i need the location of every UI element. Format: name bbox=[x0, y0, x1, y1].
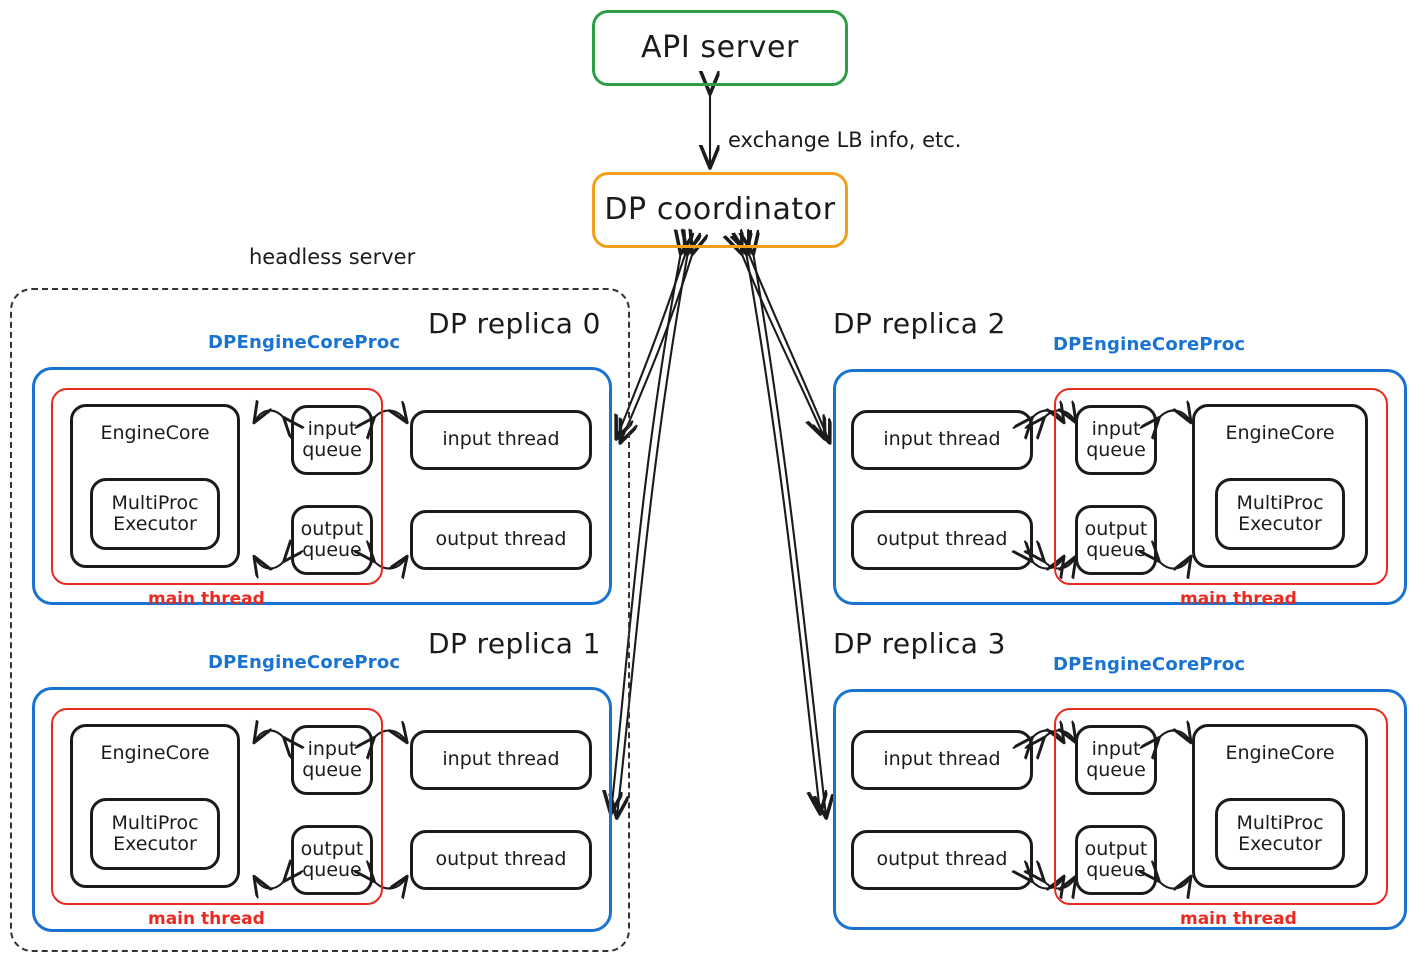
multiproc-executor-label-1: MultiProc Executor bbox=[111, 811, 199, 855]
engine-core-2[interactable]: EngineCore bbox=[1192, 404, 1368, 568]
output-thread-label-1: output thread bbox=[435, 848, 567, 871]
output-thread-1[interactable]: output thread bbox=[410, 830, 592, 890]
output-queue-2[interactable]: output queue bbox=[1075, 505, 1157, 575]
main-thread-boundary-0 bbox=[51, 388, 383, 585]
output-queue-label-0: output queue bbox=[300, 517, 364, 561]
input-queue-2[interactable]: input queue bbox=[1075, 405, 1157, 475]
multiproc-executor-3[interactable]: MultiProc Executor bbox=[1215, 798, 1345, 870]
engine-core-1[interactable]: EngineCore bbox=[70, 724, 240, 888]
engine-core-label-3: EngineCore bbox=[1225, 742, 1335, 764]
exchange-lb-info-label: exchange LB info, etc. bbox=[728, 128, 962, 152]
input-thread-1[interactable]: input thread bbox=[410, 730, 592, 790]
input-thread-label-0: input thread bbox=[442, 428, 560, 451]
input-thread-label-3: input thread bbox=[883, 748, 1001, 771]
input-thread-2[interactable]: input thread bbox=[851, 410, 1033, 470]
headless-server-label: headless server bbox=[249, 245, 416, 269]
output-thread-label-0: output thread bbox=[435, 528, 567, 551]
output-thread-label-3: output thread bbox=[876, 848, 1008, 871]
engine-core-label-2: EngineCore bbox=[1225, 422, 1335, 444]
api-server-node[interactable]: API server bbox=[592, 10, 848, 86]
input-queue-label-1: input queue bbox=[302, 737, 362, 781]
engine-core-0[interactable]: EngineCore bbox=[70, 404, 240, 568]
dp-coordinator-label: DP coordinator bbox=[604, 192, 836, 228]
output-queue-label-1: output queue bbox=[300, 837, 364, 881]
output-queue-label-3: output queue bbox=[1084, 837, 1148, 881]
output-queue-3[interactable]: output queue bbox=[1075, 825, 1157, 895]
input-queue-label-3: input queue bbox=[1086, 737, 1146, 781]
multiproc-executor-0[interactable]: MultiProc Executor bbox=[90, 478, 220, 550]
main-thread-boundary-2 bbox=[1054, 388, 1388, 585]
input-thread-0[interactable]: input thread bbox=[410, 410, 592, 470]
multiproc-executor-1[interactable]: MultiProc Executor bbox=[90, 798, 220, 870]
input-queue-3[interactable]: input queue bbox=[1075, 725, 1157, 795]
api-server-label: API server bbox=[641, 30, 799, 66]
dp-engine-core-proc-0[interactable] bbox=[32, 367, 612, 605]
input-thread-label-2: input thread bbox=[883, 428, 1001, 451]
input-thread-label-1: input thread bbox=[442, 748, 560, 771]
multiproc-executor-2[interactable]: MultiProc Executor bbox=[1215, 478, 1345, 550]
input-queue-label-0: input queue bbox=[302, 417, 362, 461]
engine-core-label-0: EngineCore bbox=[100, 422, 210, 444]
dp-engine-core-proc-2[interactable] bbox=[833, 369, 1407, 605]
dp-engine-core-proc-1[interactable] bbox=[32, 687, 612, 932]
proc-label-2: DPEngineCoreProc bbox=[1053, 334, 1246, 355]
multiproc-executor-label-3: MultiProc Executor bbox=[1236, 811, 1324, 855]
main-thread-boundary-1 bbox=[51, 708, 383, 905]
input-queue-0[interactable]: input queue bbox=[291, 405, 373, 475]
dp-engine-core-proc-3[interactable] bbox=[833, 689, 1407, 930]
input-queue-1[interactable]: input queue bbox=[291, 725, 373, 795]
output-thread-label-2: output thread bbox=[876, 528, 1008, 551]
multiproc-executor-label-2: MultiProc Executor bbox=[1236, 491, 1324, 535]
engine-core-3[interactable]: EngineCore bbox=[1192, 724, 1368, 888]
output-thread-0[interactable]: output thread bbox=[410, 510, 592, 570]
output-queue-1[interactable]: output queue bbox=[291, 825, 373, 895]
engine-core-label-1: EngineCore bbox=[100, 742, 210, 764]
output-queue-label-2: output queue bbox=[1084, 517, 1148, 561]
replica-title-3: DP replica 3 bbox=[833, 627, 1006, 660]
input-queue-label-2: input queue bbox=[1086, 417, 1146, 461]
output-queue-0[interactable]: output queue bbox=[291, 505, 373, 575]
output-thread-3[interactable]: output thread bbox=[851, 830, 1033, 890]
multiproc-executor-label-0: MultiProc Executor bbox=[111, 491, 199, 535]
proc-label-3: DPEngineCoreProc bbox=[1053, 654, 1246, 675]
main-thread-boundary-3 bbox=[1054, 708, 1388, 905]
headless-server-boundary bbox=[10, 288, 630, 952]
input-thread-3[interactable]: input thread bbox=[851, 730, 1033, 790]
dp-coordinator-node[interactable]: DP coordinator bbox=[592, 172, 848, 248]
output-thread-2[interactable]: output thread bbox=[851, 510, 1033, 570]
replica-title-2: DP replica 2 bbox=[833, 307, 1006, 340]
